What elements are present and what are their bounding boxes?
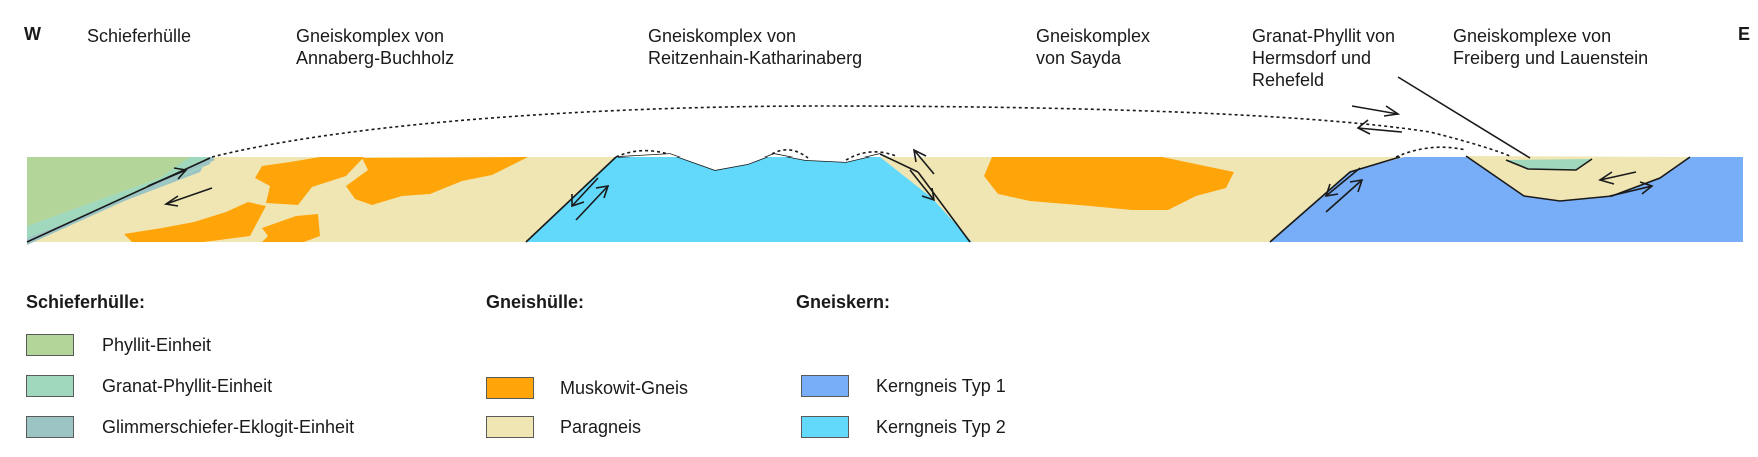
legend-swatch-kerngneis-typ2 bbox=[801, 416, 849, 438]
kerngneis-typ2-body bbox=[526, 157, 972, 242]
shear-arrow bbox=[147, 169, 187, 187]
muskowit-body bbox=[124, 202, 266, 242]
legend-label-kerngneis-typ2: Kerngneis Typ 2 bbox=[876, 417, 1006, 437]
label-hermsdorf-rehefeld: Granat-Phyllit von Hermsdorf und Rehefel… bbox=[1252, 26, 1396, 90]
legend-label-muskowit: Muskowit-Gneis bbox=[560, 378, 689, 398]
legend-label-paragneis: Paragneis bbox=[560, 417, 642, 437]
label-reitzenhain-katharinaberg: Gneiskomplex von Reitzenhain-Katharinabe… bbox=[648, 26, 863, 68]
granat-phyllit-unit bbox=[27, 157, 208, 238]
shear-arrow bbox=[1325, 179, 1363, 213]
legend-heading-schieferhuelle: Schieferhülle: bbox=[26, 292, 146, 312]
shear-arrow bbox=[913, 149, 935, 175]
shear-arrow bbox=[912, 148, 927, 163]
eroded-outline-dashed bbox=[1395, 146, 1467, 158]
shear-arrow bbox=[1598, 171, 1615, 185]
eroded-outline-dashed bbox=[615, 149, 669, 158]
label-schieferhuelle: Schieferhülle bbox=[87, 26, 192, 46]
shear-arrow bbox=[921, 187, 936, 202]
shear-arrow bbox=[1356, 119, 1371, 135]
legend-swatch-glimmerschiefer bbox=[26, 416, 74, 438]
muskowit-body bbox=[262, 214, 320, 242]
shear-arrow bbox=[571, 194, 585, 208]
shear-arrow bbox=[1325, 167, 1361, 197]
eroded-outline bbox=[211, 105, 1511, 161]
muskowit-body bbox=[346, 157, 528, 205]
fault-line bbox=[1269, 156, 1401, 243]
shear-arrow bbox=[1349, 178, 1364, 193]
legend-heading-gneishuelle: Gneishülle: bbox=[486, 292, 585, 312]
shear-arrow bbox=[163, 195, 179, 207]
muskowit-body bbox=[255, 157, 364, 205]
legend-label-phyllit: Phyllit-Einheit bbox=[102, 335, 212, 355]
fault-line bbox=[1505, 158, 1593, 171]
shear-arrow bbox=[1599, 171, 1637, 181]
shear-arrow bbox=[909, 169, 935, 201]
geological-cross-section bbox=[26, 76, 1743, 245]
shear-arrows bbox=[147, 105, 1654, 221]
shear-arrow bbox=[165, 187, 213, 205]
legend-swatch-granat-phyllit bbox=[26, 375, 74, 397]
shear-arrow bbox=[173, 167, 188, 180]
legend-label-granat-phyllit: Granat-Phyllit-Einheit bbox=[102, 376, 273, 396]
shear-arrow bbox=[1383, 105, 1401, 117]
shear-arrow bbox=[575, 185, 609, 221]
east-label: E bbox=[1738, 24, 1751, 44]
shear-arrow bbox=[1639, 181, 1654, 195]
shear-arrow bbox=[1351, 105, 1399, 115]
fault-line bbox=[1397, 76, 1531, 159]
fault-line bbox=[917, 171, 971, 243]
eroded-outline-dashed bbox=[771, 149, 809, 159]
muskowit-body bbox=[984, 157, 1234, 210]
legend-swatch-phyllit bbox=[26, 334, 74, 356]
eroded-outline-dashed bbox=[845, 151, 897, 161]
legend-label-kerngneis-typ1: Kerngneis Typ 1 bbox=[876, 376, 1006, 396]
shear-arrow bbox=[571, 177, 599, 207]
legend-swatch-kerngneis-typ1 bbox=[801, 375, 849, 397]
fault-line bbox=[1465, 155, 1691, 202]
legend-heading-gneiskern: Gneiskern: bbox=[796, 292, 891, 312]
schiefer-base bbox=[27, 157, 215, 245]
phyllit-unit bbox=[27, 157, 206, 226]
label-sayda: Gneiskomplex von Sayda bbox=[1036, 26, 1151, 68]
granat-phyllit-lens bbox=[1506, 159, 1592, 170]
shear-arrow bbox=[1357, 127, 1403, 133]
eroded-outline-dashed bbox=[211, 105, 1511, 158]
fault-line bbox=[525, 156, 617, 243]
label-freiberg-lauenstein: Gneiskomplexe von Freiberg und Lauenstei… bbox=[1453, 26, 1649, 68]
west-label: W bbox=[24, 24, 41, 44]
legend-swatch-muskowit bbox=[486, 377, 534, 399]
legend-swatch-paragneis bbox=[486, 416, 534, 438]
kerngneis-typ1-body bbox=[1270, 156, 1743, 242]
shear-arrow bbox=[595, 184, 610, 199]
fault-lines bbox=[26, 76, 1691, 243]
legend-label-glimmerschiefer: Glimmerschiefer-Eklogit-Einheit bbox=[102, 417, 355, 437]
label-annaberg-buchholz: Gneiskomplex von Annaberg-Buchholz bbox=[296, 26, 455, 68]
shear-arrow bbox=[1324, 183, 1339, 198]
shear-arrow bbox=[1609, 185, 1653, 197]
